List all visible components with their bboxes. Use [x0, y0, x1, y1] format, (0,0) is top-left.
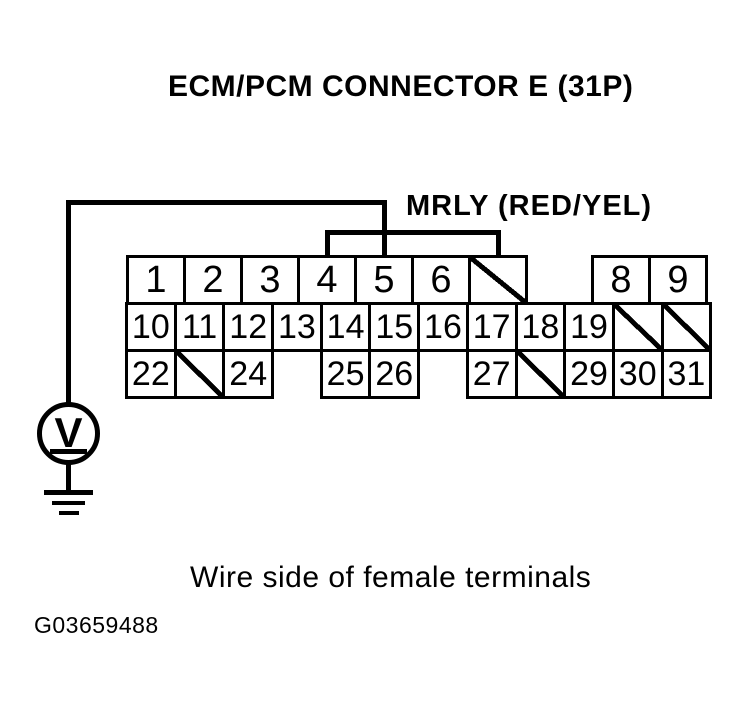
- pin-cell-8: 8: [591, 255, 651, 305]
- pin-gap: [525, 255, 594, 305]
- pin-cell-12: 12: [222, 302, 275, 352]
- ground-bar-3: [59, 511, 79, 515]
- voltmeter-icon: V: [37, 402, 100, 465]
- pin-cell-13: 13: [271, 302, 323, 352]
- blocked-pin-cell: [514, 349, 567, 399]
- pin-cell-15: 15: [368, 302, 421, 352]
- pin-cell-2: 2: [183, 255, 243, 305]
- page-title: ECM/PCM CONNECTOR E (31P): [168, 70, 634, 103]
- jumper-drop-pin4: [325, 230, 330, 258]
- pin-cell-1: 1: [126, 255, 186, 305]
- ground-bar-1: [44, 490, 93, 495]
- caption: Wire side of female terminals: [190, 561, 592, 594]
- pin-cell-25: 25: [319, 349, 372, 399]
- pin-cell-11: 11: [173, 302, 226, 352]
- pin-cell-4: 4: [297, 255, 357, 305]
- ground-bar-2: [52, 501, 85, 505]
- wire-label: MRLY (RED/YEL): [406, 190, 653, 222]
- voltmeter-circle: [37, 402, 100, 465]
- blocked-pin-cell: [468, 255, 528, 305]
- pin-cell-31: 31: [660, 349, 713, 399]
- wire-horizontal-top: [66, 200, 387, 205]
- pin-cell-19: 19: [563, 302, 615, 352]
- pin-cell-16: 16: [417, 302, 469, 352]
- pin-cell-26: 26: [368, 349, 421, 399]
- pin-cell-6: 6: [411, 255, 471, 305]
- pin-cell-29: 29: [563, 349, 615, 399]
- pin-cell-14: 14: [319, 302, 372, 352]
- pin-cell-27: 27: [465, 349, 518, 399]
- pin-cell-18: 18: [514, 302, 567, 352]
- pin-cell-9: 9: [648, 255, 708, 305]
- voltmeter-glyph: V: [54, 409, 82, 456]
- pin-cell-17: 17: [465, 302, 518, 352]
- pin-gap: [417, 349, 469, 399]
- pin-cell-3: 3: [240, 255, 300, 305]
- blocked-pin-cell: [173, 349, 226, 399]
- wire-drop-pin5: [382, 200, 387, 258]
- pin-gap: [271, 349, 323, 399]
- pin-cell-22: 22: [125, 349, 177, 399]
- figure-id: G03659488: [34, 612, 159, 638]
- blocked-pin-cell: [611, 302, 664, 352]
- wire-vertical-left: [66, 200, 71, 406]
- pin-cell-5: 5: [354, 255, 414, 305]
- jumper-bracket-top: [325, 230, 501, 235]
- pin-cell-10: 10: [125, 302, 177, 352]
- blocked-pin-cell: [660, 302, 713, 352]
- meter-stem: [66, 464, 71, 492]
- jumper-drop-right: [496, 230, 501, 258]
- pin-cell-24: 24: [222, 349, 275, 399]
- pin-cell-30: 30: [611, 349, 664, 399]
